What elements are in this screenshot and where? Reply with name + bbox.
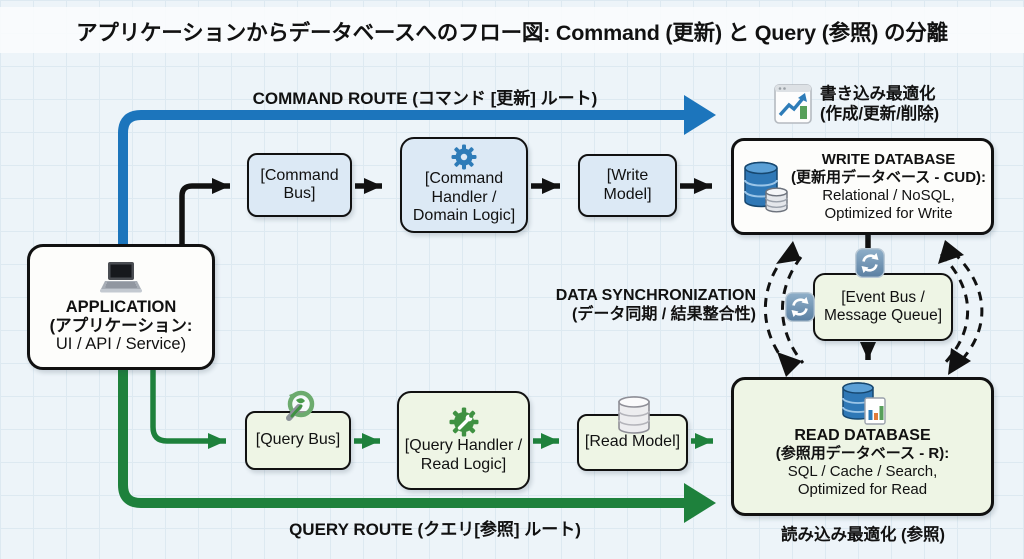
node-query-bus: [Query Bus] xyxy=(245,390,351,470)
read-db-line3: SQL / Cache / Search, xyxy=(787,463,938,481)
command-route-arrow xyxy=(118,95,716,250)
database-gray-icon xyxy=(618,396,650,434)
read-db-line4: Optimized for Read xyxy=(797,481,928,499)
write-db-subtitle: (更新用データベース - CUD): xyxy=(790,168,987,186)
node-command-bus: [Command Bus] xyxy=(247,153,352,217)
write-optimization-line1: 書き込み最適化 xyxy=(820,85,936,103)
write-optimization-annotation: 書き込み最適化 (作成/更新/削除) xyxy=(774,84,939,125)
write-db-title: WRITE DATABASE xyxy=(821,150,956,168)
diagram-title: アプリケーションからデータベースへのフロー図: Command (更新) と Q… xyxy=(76,21,948,45)
command-bus-label: [Command Bus] xyxy=(260,166,339,202)
data-sync-annotation: DATA SYNCHRONIZATION (データ同期 / 結果整合性) xyxy=(540,286,756,324)
gear-icon xyxy=(451,144,477,170)
query-route-arrow xyxy=(118,368,716,523)
data-sync-line2: (データ同期 / 結果整合性) xyxy=(572,306,756,324)
title-band xyxy=(0,7,1024,53)
command-handler-label: [Command Handler / Domain Logic] xyxy=(412,170,516,225)
sync-dashed-arrows xyxy=(763,250,984,368)
search-refresh-icon xyxy=(286,390,315,421)
node-write-model: [Write Model] xyxy=(578,154,677,217)
command-route-label: COMMAND ROUTE (コマンド [更新] ルート) xyxy=(252,89,598,108)
node-read-database: READ DATABASE (参照用データベース - R): SQL / Cac… xyxy=(731,377,994,516)
write-model-label: [Write Model] xyxy=(603,167,652,203)
chart-increasing-icon xyxy=(774,84,812,125)
read-db-title: READ DATABASE xyxy=(794,427,931,444)
application-title: APPLICATION xyxy=(65,297,177,316)
node-application: APPLICATION (アプリケーション: UI / API / Servic… xyxy=(27,244,215,370)
database-stack-icon xyxy=(744,161,788,212)
read-db-subtitle: (参照用データベース - R): xyxy=(775,445,950,463)
node-command-handler: [Command Handler / Domain Logic] xyxy=(400,137,528,233)
gear-wrench-icon xyxy=(449,407,478,437)
database-chart-icon xyxy=(841,382,886,425)
application-detail: UI / API / Service) xyxy=(55,335,187,354)
node-write-database: WRITE DATABASE (更新用データベース - CUD): Relati… xyxy=(731,138,994,235)
sync-icon xyxy=(855,248,885,278)
write-db-line4: Optimized for Write xyxy=(824,204,953,222)
application-subtitle: (アプリケーション: xyxy=(49,316,193,335)
query-route-label: QUERY ROUTE (クエリ[参照] ルート) xyxy=(289,520,581,539)
event-bus-label: [Event Bus / Message Queue] xyxy=(823,289,943,324)
sync-icon xyxy=(785,292,815,322)
node-event-bus: [Event Bus / Message Queue] xyxy=(785,248,953,341)
write-db-line3: Relational / NoSQL, xyxy=(822,186,955,204)
sync-dashed-arrowheads xyxy=(776,240,971,377)
node-read-model: [Read Model] xyxy=(577,396,688,471)
write-optimization-line2: (作成/更新/削除) xyxy=(820,105,940,124)
read-model-label: [Read Model] xyxy=(584,433,681,451)
query-bus-label: [Query Bus] xyxy=(255,431,341,449)
node-query-handler: [Query Handler / Read Logic] xyxy=(397,391,530,490)
query-connectors xyxy=(150,368,713,449)
laptop-icon xyxy=(100,261,142,293)
query-handler-label: [Query Handler / Read Logic] xyxy=(404,437,523,473)
read-optimization-annotation: 読み込み最適化 (参照) xyxy=(780,526,946,544)
data-sync-line1: DATA SYNCHRONIZATION xyxy=(555,287,756,304)
